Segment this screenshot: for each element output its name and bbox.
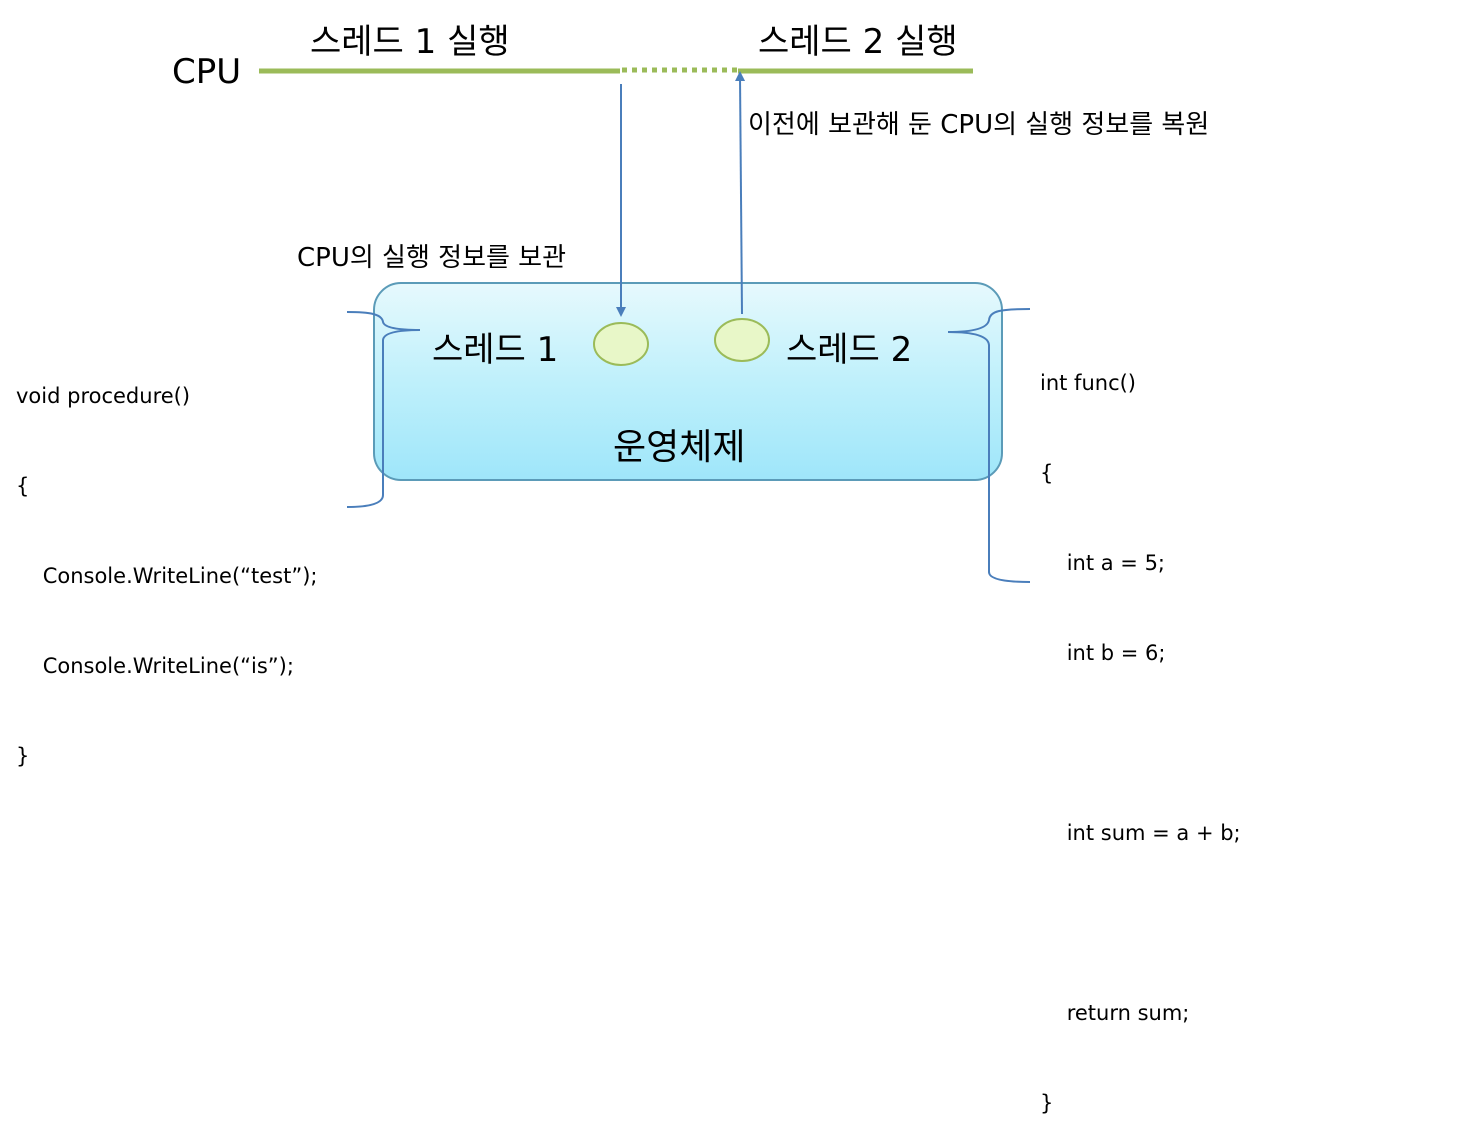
restore-arrow <box>735 71 746 315</box>
right-brace <box>947 308 1031 583</box>
code-right-line: int sum = a + b; <box>1040 821 1241 845</box>
left-brace <box>346 311 421 508</box>
code-right-line: int b = 6; <box>1040 641 1166 665</box>
cpu-label: CPU <box>172 52 242 92</box>
code-left-line: Console.WriteLine(“test”); <box>16 564 318 588</box>
thread1-node <box>593 322 649 366</box>
code-left-line: Console.WriteLine(“is”); <box>16 654 294 678</box>
code-left-line: void procedure() <box>16 384 191 408</box>
code-right-line: { <box>1040 461 1054 485</box>
thread1-run-label: 스레드 1 실행 <box>310 22 510 62</box>
code-right-line: return sum; <box>1040 1001 1190 1025</box>
thread2-node <box>714 318 770 362</box>
code-right-line: } <box>1040 1091 1054 1115</box>
save-state-note: CPU의 실행 정보를 보관 <box>297 243 567 273</box>
code-left-line: { <box>16 474 30 498</box>
restore-state-note: 이전에 보관해 둔 CPU의 실행 정보를 복원 <box>748 110 1210 140</box>
code-right-line: int a = 5; <box>1040 551 1166 575</box>
code-right-line: int func() <box>1040 371 1136 395</box>
code-left-line: } <box>16 744 30 768</box>
code-right-line: ​ <box>1040 728 1241 758</box>
os-thread1-label: 스레드 1 <box>432 330 559 370</box>
code-right-line: ​ <box>1040 908 1241 938</box>
thread2-run-label: 스레드 2 실행 <box>758 22 958 62</box>
os-thread2-label: 스레드 2 <box>786 330 913 370</box>
os-label: 운영체제 <box>613 427 746 468</box>
diagram-graphics <box>259 67 1031 583</box>
os-box <box>373 282 1003 481</box>
